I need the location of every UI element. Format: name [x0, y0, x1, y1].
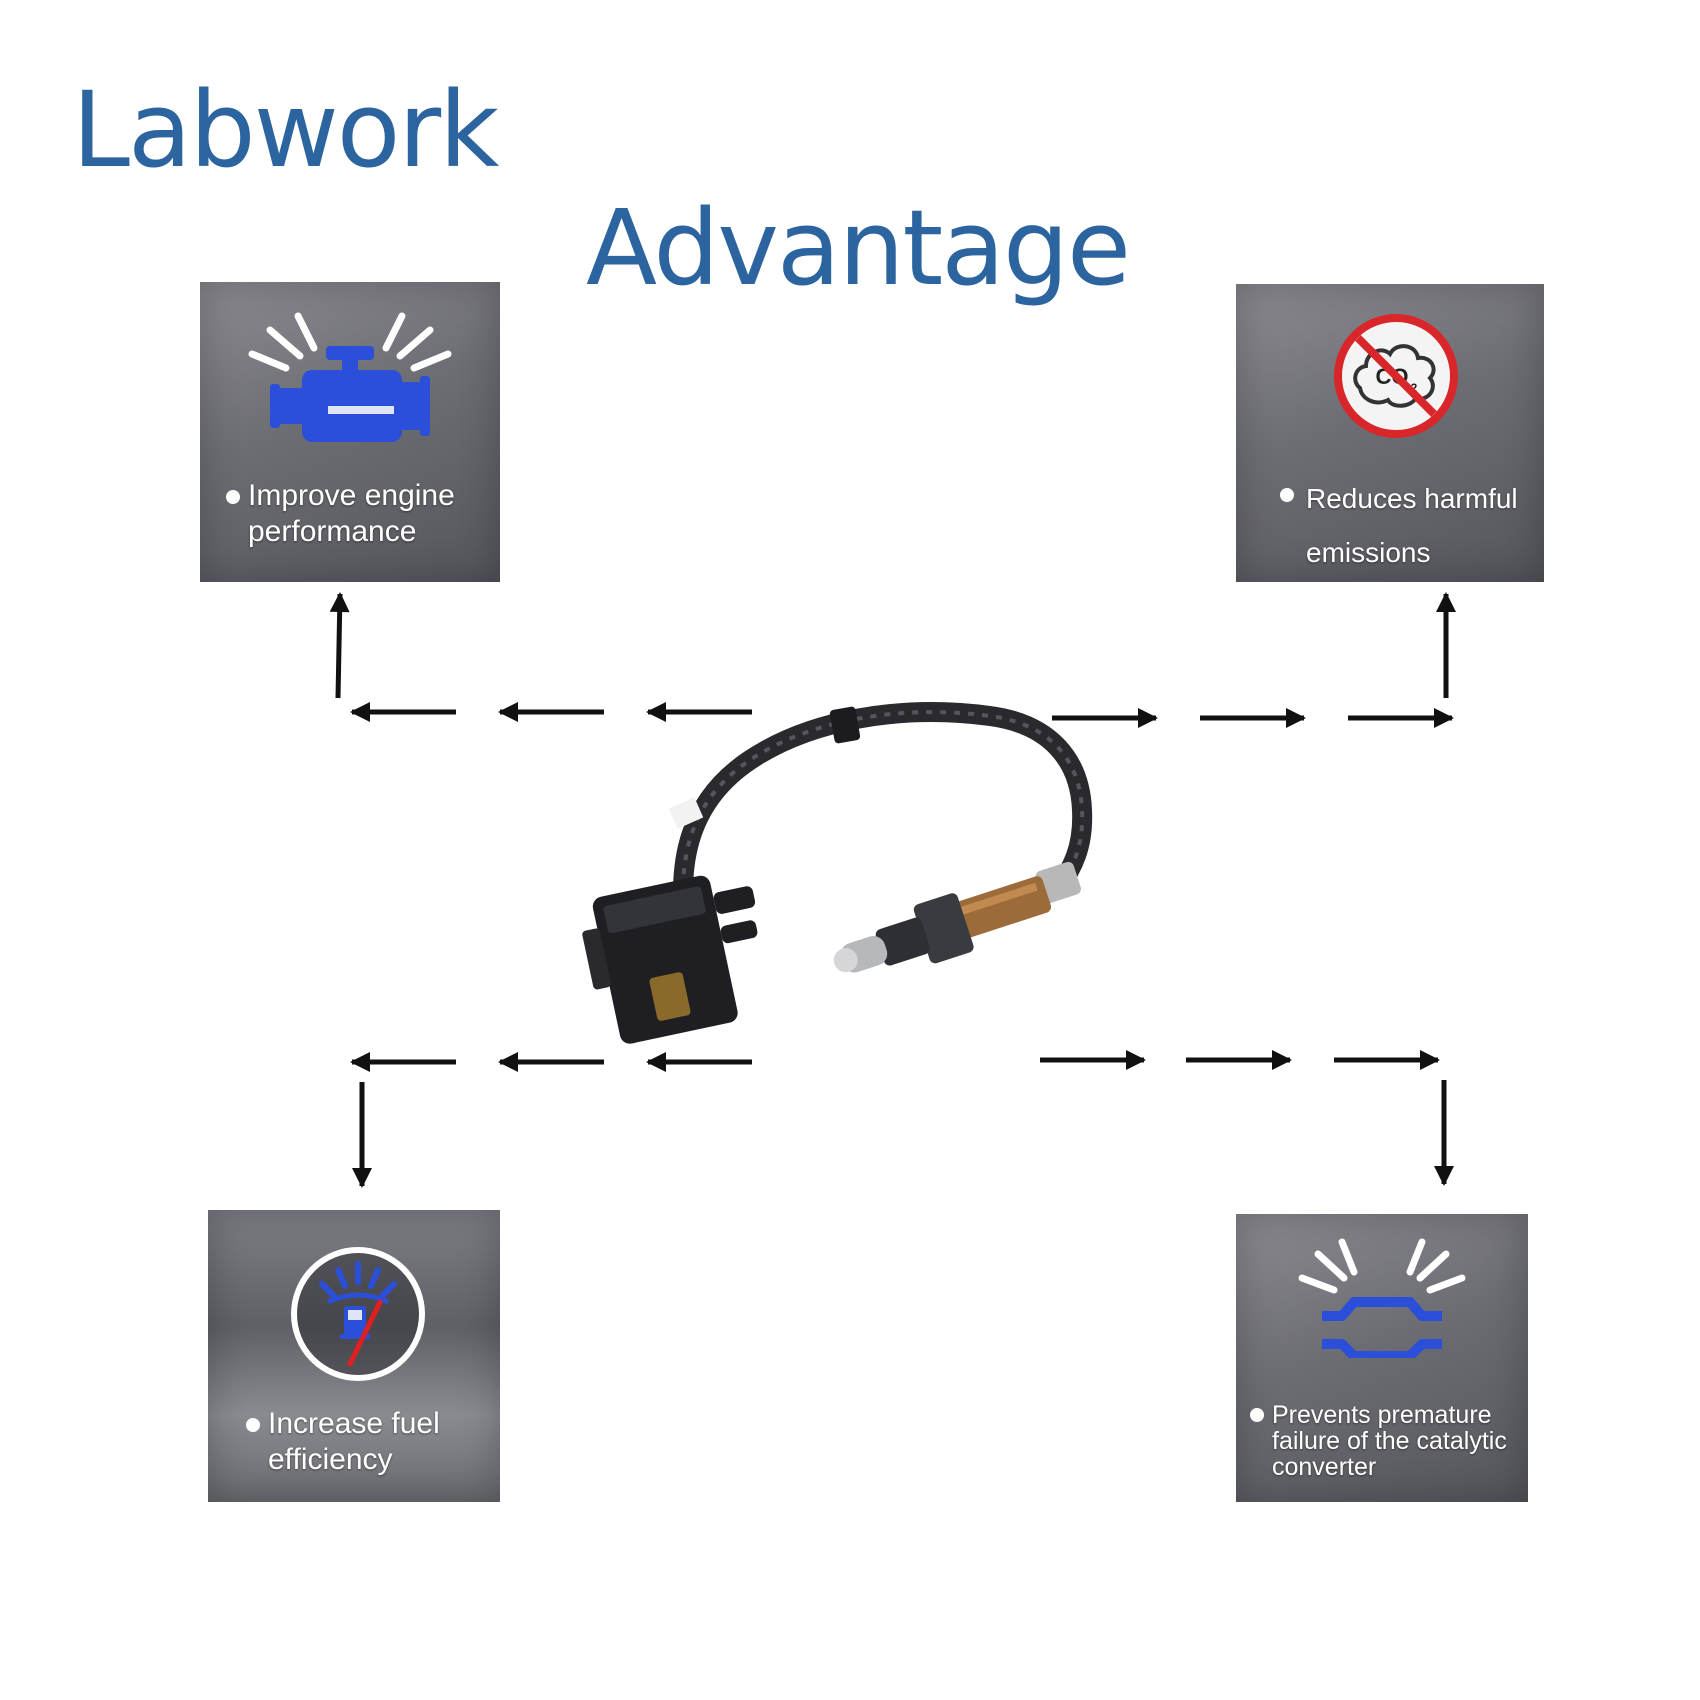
oxygen-sensor-image — [582, 702, 1093, 1044]
bullet-icon — [246, 1418, 260, 1432]
feature-card-catalytic: Prevents premature failure of the cataly… — [1236, 1214, 1528, 1502]
catalytic-converter-icon — [1298, 1238, 1466, 1358]
caption-line: performance — [248, 515, 417, 548]
caption-line: Prevents premature — [1272, 1401, 1492, 1429]
arrow-up — [329, 592, 350, 699]
caption-line: Reduces harmful — [1306, 483, 1518, 514]
engine-icon — [248, 312, 452, 442]
feature-caption-catalytic: Prevents premature failure of the cataly… — [1250, 1402, 1507, 1480]
svg-text:2: 2 — [1411, 381, 1418, 395]
page-title: Advantage — [586, 187, 1131, 309]
bullet-icon — [1280, 488, 1294, 502]
brand-logo: Labwork — [72, 69, 499, 191]
feature-card-emissions: CO 2 Reduces harmful emissions — [1236, 284, 1544, 582]
bullet-icon — [226, 490, 240, 504]
caption-line: emissions — [1306, 537, 1431, 568]
feature-card-fuel: Increase fuel efficiency — [208, 1210, 500, 1502]
feature-caption-fuel: Increase fuel efficiency — [246, 1406, 440, 1478]
feature-caption-emissions: Reduces harmful emissions — [1280, 472, 1518, 580]
caption-line: Improve engine — [248, 479, 455, 512]
caption-line: converter — [1272, 1453, 1377, 1481]
caption-line: Increase fuel — [268, 1407, 440, 1440]
feature-card-engine: Improve engine performance — [200, 282, 500, 582]
caption-line: failure of the catalytic — [1272, 1427, 1507, 1455]
feature-caption-engine: Improve engine performance — [226, 478, 455, 550]
fuel-gauge-icon — [291, 1247, 425, 1381]
bullet-icon — [1250, 1408, 1264, 1422]
caption-line: efficiency — [268, 1443, 393, 1476]
no-co2-icon: CO 2 — [1334, 314, 1458, 438]
